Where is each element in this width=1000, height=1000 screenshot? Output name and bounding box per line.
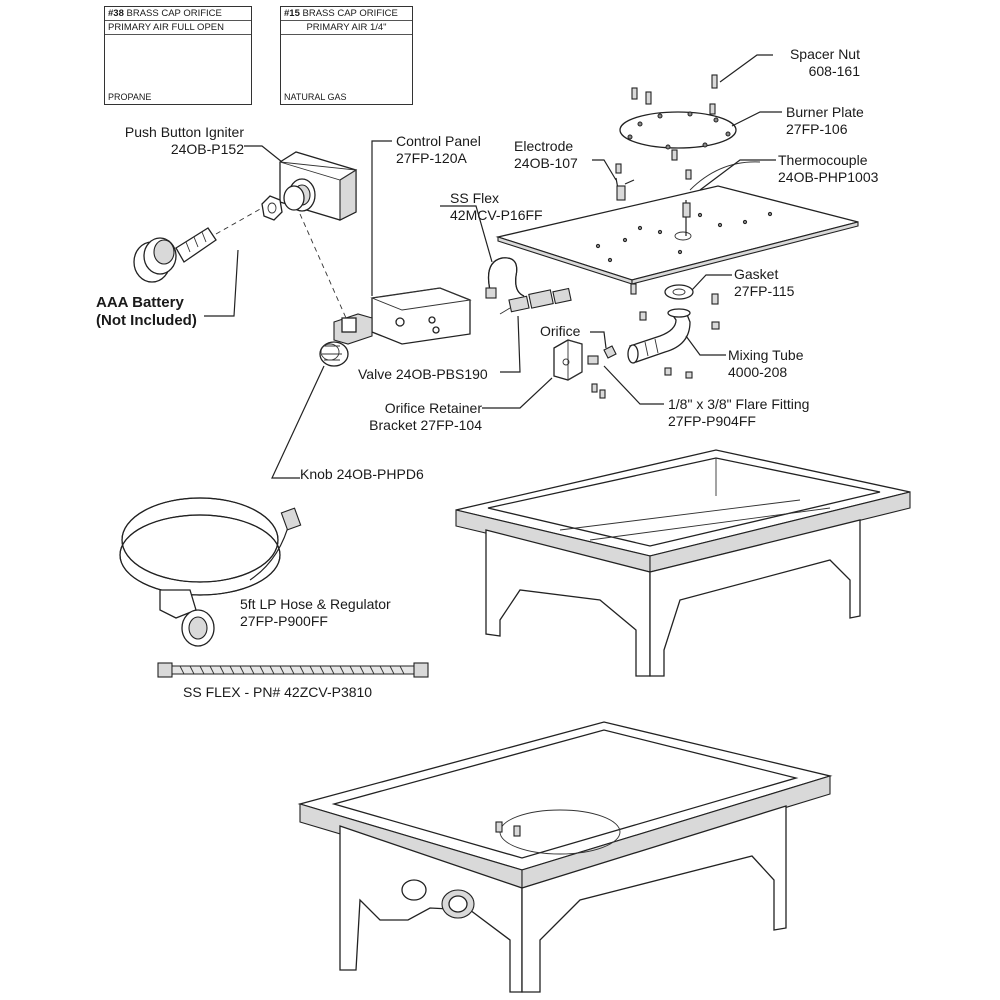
fire-pit-assembled [297, 721, 833, 993]
thermocouple-part [682, 161, 761, 236]
natural-gas-orifice-title: #15 BRASS CAP ORIFICE [281, 7, 412, 21]
mixing-tube-part [627, 308, 691, 364]
propane-label: PROPANE [108, 92, 152, 102]
valve-fittings [499, 287, 572, 315]
burner-plate-round [619, 111, 737, 150]
orifice-retainer-bracket-part [553, 339, 583, 381]
fire-pit-frame-top [455, 449, 911, 677]
spacer-nuts [615, 74, 718, 180]
propane-orifice-inset: #38 BRASS CAP ORIFICE PRIMARY AIR FULL O… [104, 6, 252, 105]
label-aaa-battery: AAA Battery(Not Included) [96, 294, 197, 329]
label-valve: Valve 24OB-PBS190 [358, 366, 488, 382]
electrode-part [615, 177, 635, 201]
knob-part [319, 341, 349, 367]
natural-gas-primary-air: PRIMARY AIR 1/4" [281, 21, 412, 35]
leader-lines [204, 54, 782, 479]
burner-plate-rect [495, 185, 859, 285]
gasket-part [664, 284, 694, 300]
propane-orifice-title: #38 BRASS CAP ORIFICE [105, 7, 251, 21]
ss-flex-part [485, 257, 525, 299]
orifice-part [603, 345, 617, 359]
label-knob: Knob 24OB-PHPD6 [300, 466, 424, 482]
push-button-igniter-part [279, 151, 358, 221]
control-panel-part [370, 287, 472, 345]
lp-hose-part [119, 497, 302, 647]
label-ss-flex-pn: SS FLEX - PN# 42ZCV-P3810 [183, 684, 373, 700]
ss-flex-line-part [157, 662, 429, 678]
natural-gas-orifice-inset: #15 BRASS CAP ORIFICE PRIMARY AIR 1/4" N… [280, 6, 413, 105]
igniter-wire [299, 213, 347, 319]
valve-part [333, 313, 373, 345]
aaa-battery-part [133, 207, 263, 283]
flare-fitting-part [587, 355, 606, 399]
natural-gas-label: NATURAL GAS [284, 92, 347, 102]
label-orifice: Orifice [540, 323, 581, 339]
propane-primary-air: PRIMARY AIR FULL OPEN [105, 21, 251, 35]
igniter-nut [261, 195, 283, 221]
